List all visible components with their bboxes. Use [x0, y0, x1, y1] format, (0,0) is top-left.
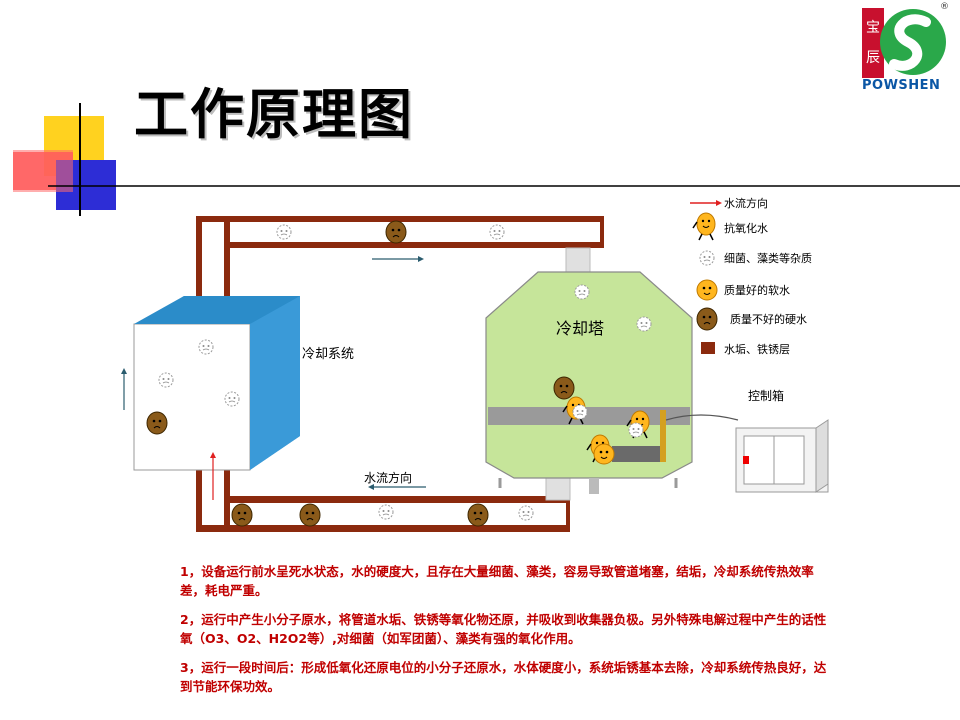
brand-name: POWSHEN [862, 78, 941, 93]
antioxidant-water-icon [692, 212, 716, 241]
svg-text:水垢、铁锈层: 水垢、铁锈层 [724, 343, 790, 356]
registered-mark: ® [940, 2, 949, 12]
cooling-tower [485, 271, 693, 494]
control-box [665, 414, 829, 493]
note-2: 2，运行中产生小分子原水，将管道水垢、铁锈等氧化物还原，并吸收到收集器负极。另外… [180, 612, 827, 646]
legend-item: 抗氧化水 [692, 212, 768, 241]
legend-item: 质量好的软水 [696, 279, 790, 301]
svg-text:抗氧化水: 抗氧化水 [724, 221, 768, 235]
legend-item: 水垢、铁锈层 [701, 342, 790, 356]
svg-text:细菌、藻类等杂质: 细菌、藻类等杂质 [724, 251, 812, 265]
flow-arrow-left-red [210, 452, 216, 500]
page-title: 工作原理图 [134, 83, 414, 146]
notes: 1，设备运行前水呈死水状态，水的硬度大，且存在大量细菌、藻类，容易导致管道堵塞，… [180, 562, 830, 706]
cooling-system-box [133, 296, 300, 471]
svg-text:质量好的软水: 质量好的软水 [724, 283, 790, 297]
svg-text:水流方向: 水流方向 [724, 196, 768, 210]
flow-arrow-top [372, 256, 424, 262]
cooling-tower-label: 冷却塔 [556, 319, 604, 338]
bad-hard-water-icon [696, 307, 718, 331]
legend-item: 细菌、藻类等杂质 [699, 250, 812, 266]
control-box-label: 控制箱 [748, 388, 784, 403]
flow-arrow-bottom [368, 484, 426, 490]
note-3: 3，运行一段时间后：形成低氧化还原电位的小分子还原水，水体硬度小，系统垢锈基本去… [180, 660, 827, 694]
bacteria-icon [699, 250, 715, 266]
powshen-logo-icon: 宝 辰 [862, 8, 946, 78]
legend-item: 水流方向 [690, 196, 768, 210]
good-soft-water-icon [696, 279, 718, 301]
legend: 水流方向 抗氧化水 细菌、藻类等杂质 质量好的软水 质量不好的硬水 水垢、铁锈层 [690, 196, 812, 356]
logo-char-2: 辰 [866, 50, 880, 66]
logo-char-1: 宝 [866, 20, 880, 36]
flow-direction-label: 水流方向 [364, 470, 412, 485]
legend-item: 质量不好的硬水 [696, 307, 807, 331]
scale-rust-icon [701, 342, 715, 354]
svg-text:质量不好的硬水: 质量不好的硬水 [730, 312, 807, 326]
cooling-system-label: 冷却系统 [302, 347, 354, 362]
note-1: 1，设备运行前水呈死水状态，水的硬度大，且存在大量细菌、藻类，容易导致管道堵塞，… [180, 564, 814, 598]
flow-arrow-left [121, 368, 127, 410]
